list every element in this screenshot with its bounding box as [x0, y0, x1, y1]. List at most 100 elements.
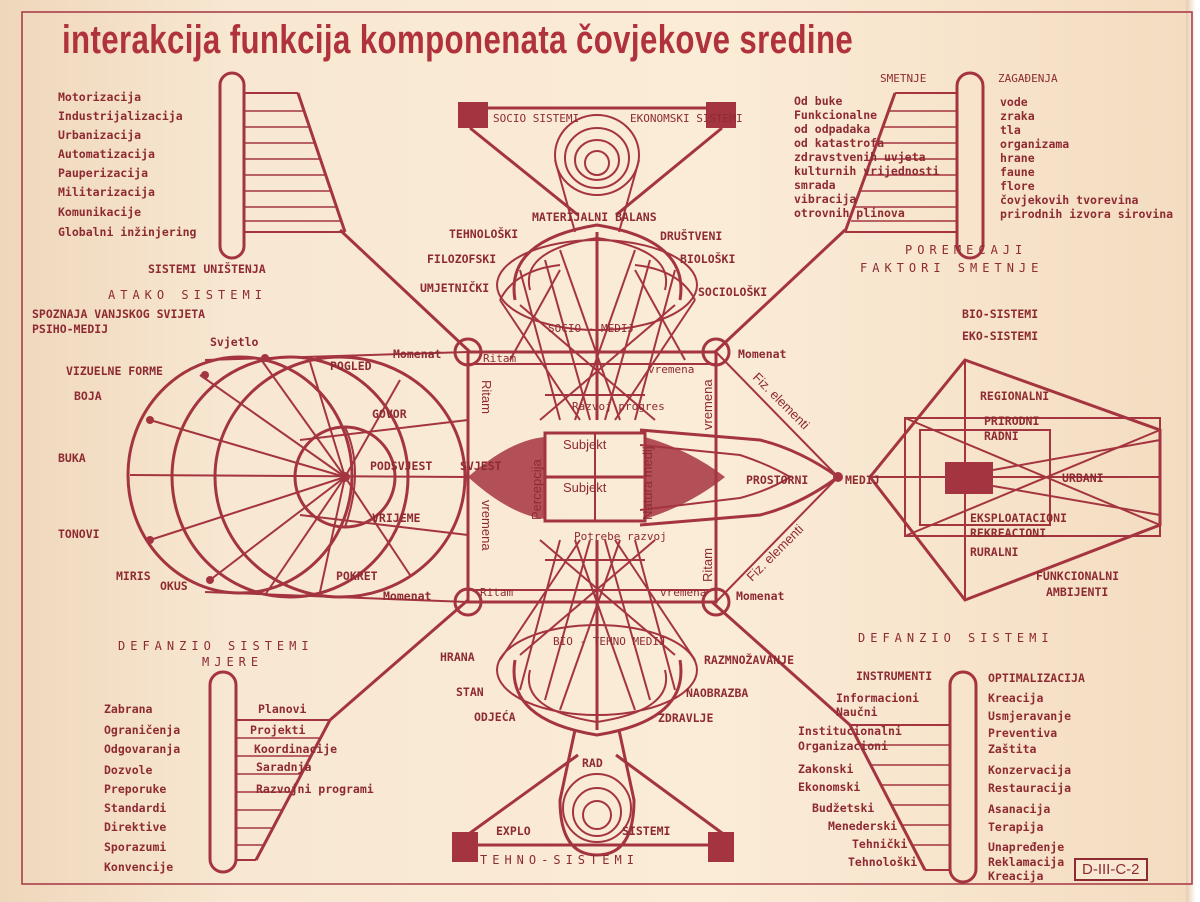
faktori-smetnje-label: FAKTORI SMETNJE: [860, 261, 1043, 275]
drustveni-label: DRUŠTVENI: [660, 228, 722, 243]
materijalni-balans-label: MATERIJALNI BALANS: [532, 210, 657, 224]
fiz-elementi-lower: Fiz. elementi: [744, 521, 807, 584]
list-item: Pauperizacija: [58, 166, 148, 180]
top-center-block: [458, 102, 736, 233]
psiho-medij-label: PSIHO-MEDIJ: [32, 322, 108, 336]
list-item: Terapija: [988, 820, 1043, 834]
ritam-small-tl: Ritam: [483, 352, 516, 365]
lower-labels: HRANA STAN ODJEĆA RAZMNOŽAVANJE NAOBRAZB…: [440, 635, 794, 867]
list-item: Kreacija: [988, 869, 1043, 883]
list-item: Od buke: [794, 94, 843, 108]
poremecaji-label: POREMEĆAJI: [905, 242, 1027, 257]
govor-label: GOVOR: [372, 407, 407, 421]
eksploatacioni-label: EKSPLOATACIONI: [970, 511, 1067, 525]
ekonomski-sistemi-label: EKONOMSKI SISTEMI: [630, 112, 743, 125]
lower-fan: [496, 539, 698, 737]
miris-label: MIRIS: [116, 569, 151, 583]
list-item: hrane: [1000, 151, 1035, 165]
subjekt-bottom-label: Subjekt: [563, 480, 607, 495]
filozofski-label: FILOZOFSKI: [427, 252, 496, 266]
page-edge: [1186, 0, 1200, 902]
momenat-label-tr: Momenat: [738, 347, 787, 361]
list-item: Globalni inžinjering: [58, 225, 197, 239]
radni-label: RADNI: [984, 429, 1019, 443]
atako-sistemi-label: ATAKO SISTEMI: [108, 288, 267, 302]
defanzio-sistemi-right: DEFANZIO SISTEMI: [858, 631, 1054, 645]
list-item: Industrijalizacija: [58, 109, 183, 123]
umjetnicki-label: UMJETNIČKI: [420, 280, 489, 295]
x-diagonals: [329, 228, 851, 727]
socioloski-label: SOCIOLOŠKI: [698, 284, 767, 299]
buka-label: BUKA: [58, 451, 86, 465]
regionalni-label: REGIONALNI: [980, 389, 1049, 403]
upper-labels: MATERIJALNI BALANS TEHNOLOŠKI DRUŠTVENI …: [420, 210, 767, 335]
svjetlo-label: Svjetlo: [210, 335, 259, 349]
list-item: vode: [1000, 95, 1028, 109]
ritam-small-bl: Ritam: [480, 586, 513, 599]
list-item: Asanacija: [988, 802, 1050, 816]
list-item: Budžetski: [812, 801, 874, 815]
list-item: Informacioni: [836, 691, 919, 705]
bioloski-label: BIOLOŠKI: [680, 251, 735, 266]
funkcionalni-label: FUNKCIONALNI: [1036, 569, 1119, 583]
list-item: Urbanizacija: [58, 128, 141, 142]
hrana-label: HRANA: [440, 650, 475, 664]
tehno-sistemi-label: TEHNO-SISTEMI: [480, 853, 639, 867]
list-item: Direktive: [104, 820, 166, 834]
list-item: prirodnih izvora sirovina: [1000, 207, 1173, 221]
list-item: Motorizacija: [58, 90, 141, 104]
prostorni-label: PROSTORNI: [746, 473, 808, 487]
socio-medij-label: SOCIO - MEDIJ: [548, 322, 634, 335]
list-item: Zakonski: [798, 762, 853, 776]
stan-label: STAN: [456, 685, 484, 699]
list-item: Koordinacije: [254, 742, 337, 756]
list-item: Ograničenja: [104, 723, 180, 737]
list-item: Kreacija: [988, 691, 1043, 705]
naobrazba-label: NAOBRAZBA: [686, 686, 748, 700]
prirodni-label: PRIRODNI: [984, 414, 1039, 428]
bottom-right-text: DEFANZIO SISTEMI INSTRUMENTI OPTIMALIZAC…: [798, 631, 1085, 883]
frame-border: [21, 11, 1193, 885]
list-item: zdravstvenih uvjeta: [794, 150, 926, 164]
list-item: Zabrana: [104, 702, 153, 716]
tehnoloski-label: TEHNOLOŠKI: [449, 226, 518, 241]
list-item: Institucionalni: [798, 724, 902, 738]
medij-label: MEDIJ: [845, 473, 880, 487]
spoznaja-label: SPOZNAJA VANJSKOG SVIJETA: [32, 307, 205, 321]
center-labels: Momenat Momenat Momenat Momenat Ritam vr…: [383, 347, 787, 603]
list-item: čovjekovih tvorevina: [1000, 193, 1139, 207]
rekreacioni-label: REKREACIONI: [970, 526, 1046, 540]
natura-medij-label: Natura medij: [640, 446, 655, 520]
list-item: Konvencije: [104, 860, 173, 874]
bottom-center-block: [452, 729, 734, 862]
instrumenti-label: INSTRUMENTI: [856, 669, 932, 683]
left-sphere: [126, 351, 469, 603]
top-right-ladder: [843, 71, 985, 260]
poster-title: interakcija funkcija komponenata čovjeko…: [62, 18, 854, 62]
okus-label: OKUS: [160, 579, 188, 593]
list-item: Razvojni programi: [256, 782, 374, 796]
svjest-label: SVJEST: [460, 459, 502, 473]
vremena-label-left: vremena: [479, 500, 494, 551]
potrebe-razvoj-label: Potrebe razvoj: [574, 530, 667, 543]
tonovi-label: TONOVI: [58, 527, 100, 541]
subjekt-top-label: Subjekt: [563, 437, 607, 452]
list-item: od odpadaka: [794, 122, 870, 136]
list-item: faune: [1000, 165, 1035, 179]
rad-label: RAD: [582, 756, 603, 770]
list-item: smrada: [794, 178, 836, 192]
ritam-label-right: Ritam: [700, 548, 715, 582]
list-item: Planovi: [258, 702, 307, 716]
momenat-node-tr: [701, 337, 731, 367]
eko-sistemi-label: EKO-SISTEMI: [962, 329, 1038, 343]
list-item: od katastrofa: [794, 136, 884, 150]
explo-label: EXPLO: [496, 824, 531, 838]
razmnozavanje-label: RAZMNOŽAVANJE: [704, 652, 794, 667]
diagram-code-label: D-III-C-2: [1074, 858, 1148, 881]
list-item: Standardi: [104, 801, 166, 815]
list-item: Dozvole: [104, 763, 153, 777]
momenat-label-bl: Momenat: [383, 589, 432, 603]
ruralni-label: RURALNI: [970, 545, 1018, 559]
right-pyramid: [715, 351, 1162, 603]
